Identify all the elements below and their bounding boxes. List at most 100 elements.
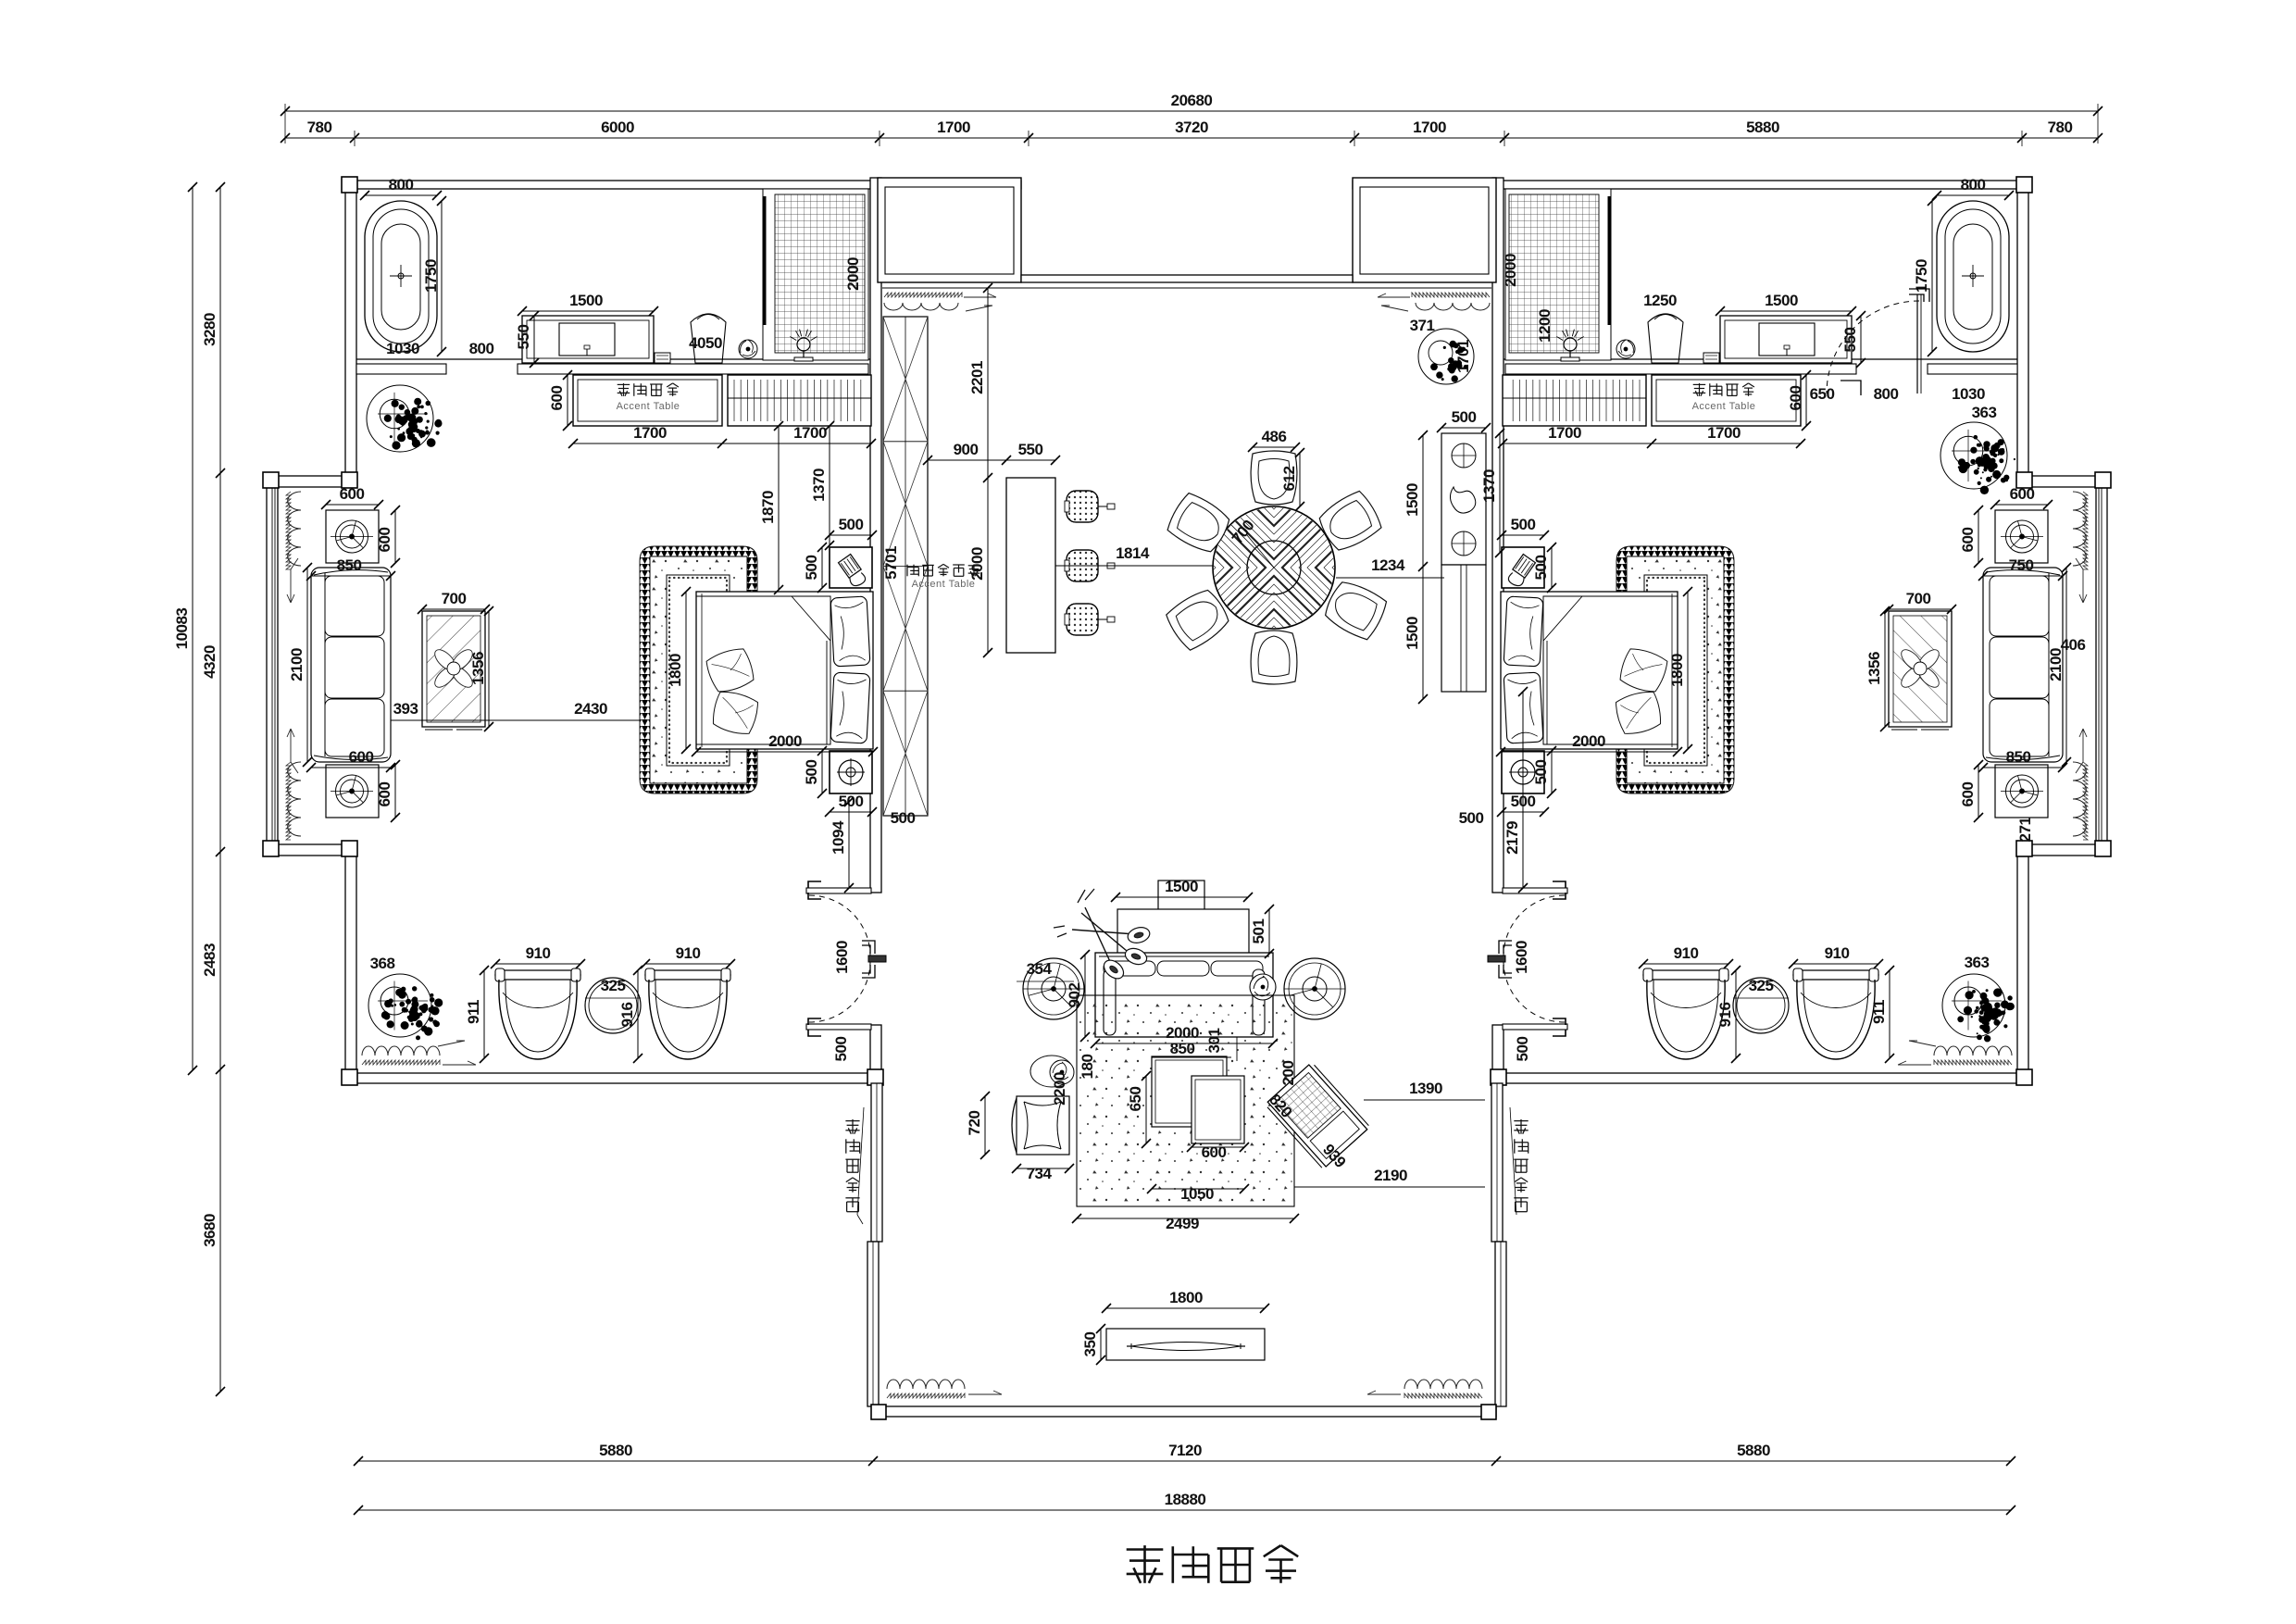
svg-text:1050: 1050 xyxy=(1180,1185,1214,1203)
svg-text:500: 500 xyxy=(1452,408,1477,426)
svg-text:325: 325 xyxy=(601,977,626,994)
svg-text:Accent Table: Accent Table xyxy=(617,401,680,412)
svg-text:2200: 2200 xyxy=(1051,1072,1068,1106)
svg-text:2179: 2179 xyxy=(1504,821,1521,855)
svg-text:500: 500 xyxy=(891,809,916,827)
svg-text:393: 393 xyxy=(393,700,418,718)
svg-text:2100: 2100 xyxy=(288,648,306,681)
svg-text:1700: 1700 xyxy=(1413,119,1446,136)
svg-text:910: 910 xyxy=(676,944,701,962)
svg-text:18880: 18880 xyxy=(1165,1491,1206,1508)
svg-text:1600: 1600 xyxy=(1513,941,1530,974)
svg-text:1600: 1600 xyxy=(833,941,851,974)
svg-text:850: 850 xyxy=(2006,748,2031,766)
svg-text:600: 600 xyxy=(1787,386,1804,411)
svg-text:2000: 2000 xyxy=(968,547,986,581)
svg-text:1234: 1234 xyxy=(1371,556,1405,574)
svg-text:200: 200 xyxy=(1279,1061,1297,1086)
svg-text:1800: 1800 xyxy=(667,654,684,687)
svg-text:1814: 1814 xyxy=(1116,544,1150,562)
svg-text:650: 650 xyxy=(1127,1087,1144,1112)
svg-text:600: 600 xyxy=(548,386,566,411)
svg-text:700: 700 xyxy=(442,590,467,607)
svg-text:486: 486 xyxy=(1262,428,1287,445)
svg-text:550: 550 xyxy=(1018,441,1043,458)
svg-text:500: 500 xyxy=(1532,556,1550,581)
svg-text:902: 902 xyxy=(1066,983,1083,1008)
svg-text:1094: 1094 xyxy=(830,820,847,855)
svg-text:371: 371 xyxy=(1410,317,1435,334)
svg-text:1800: 1800 xyxy=(1668,654,1686,687)
svg-text:5880: 5880 xyxy=(599,1442,632,1459)
svg-text:2000: 2000 xyxy=(1572,732,1605,750)
svg-text:600: 600 xyxy=(376,782,393,807)
svg-text:5880: 5880 xyxy=(1746,119,1779,136)
svg-text:910: 910 xyxy=(526,944,551,962)
svg-text:500: 500 xyxy=(1511,793,1536,810)
svg-text:406: 406 xyxy=(2061,636,2086,654)
svg-text:600: 600 xyxy=(1959,528,1977,553)
svg-text:2201: 2201 xyxy=(968,361,986,394)
svg-text:20680: 20680 xyxy=(1171,92,1213,109)
svg-text:900: 900 xyxy=(954,441,979,458)
svg-text:800: 800 xyxy=(1874,385,1899,403)
svg-text:1870: 1870 xyxy=(759,491,777,524)
svg-text:1356: 1356 xyxy=(1866,652,1883,685)
svg-text:916: 916 xyxy=(618,1003,636,1028)
svg-text:600: 600 xyxy=(1202,1143,1227,1161)
svg-text:10083: 10083 xyxy=(173,608,191,650)
svg-text:271: 271 xyxy=(2016,818,2034,843)
svg-text:1200: 1200 xyxy=(1536,309,1554,343)
svg-text:2430: 2430 xyxy=(574,700,607,718)
svg-text:600: 600 xyxy=(1959,782,1977,807)
svg-text:2000: 2000 xyxy=(768,732,802,750)
svg-text:600: 600 xyxy=(340,485,365,503)
svg-text:325: 325 xyxy=(1749,977,1774,994)
svg-text:1700: 1700 xyxy=(937,119,970,136)
svg-text:2100: 2100 xyxy=(2047,648,2065,681)
svg-text:1500: 1500 xyxy=(1404,483,1421,517)
svg-text:800: 800 xyxy=(1961,176,1986,194)
svg-text:850: 850 xyxy=(337,556,362,574)
svg-text:500: 500 xyxy=(803,760,820,785)
svg-text:3280: 3280 xyxy=(201,313,218,346)
svg-text:354: 354 xyxy=(1027,960,1053,978)
svg-text:363: 363 xyxy=(1965,954,1990,971)
svg-text:3720: 3720 xyxy=(1175,119,1208,136)
svg-text:500: 500 xyxy=(1459,809,1484,827)
svg-text:1500: 1500 xyxy=(1404,617,1421,650)
svg-text:1390: 1390 xyxy=(1409,1080,1442,1097)
svg-text:3680: 3680 xyxy=(201,1214,218,1247)
svg-text:1750: 1750 xyxy=(1913,259,1930,293)
svg-text:734: 734 xyxy=(1027,1165,1053,1182)
svg-text:850: 850 xyxy=(1170,1040,1195,1057)
svg-text:363: 363 xyxy=(1972,404,1997,421)
svg-text:2499: 2499 xyxy=(1166,1215,1199,1232)
svg-text:1030: 1030 xyxy=(386,340,419,357)
svg-text:550: 550 xyxy=(1841,328,1859,353)
svg-text:550: 550 xyxy=(515,325,532,350)
svg-text:911: 911 xyxy=(1870,1000,1888,1024)
svg-text:500: 500 xyxy=(803,556,820,581)
svg-text:301: 301 xyxy=(1205,1029,1223,1054)
svg-text:500: 500 xyxy=(839,793,864,810)
svg-text:700: 700 xyxy=(1906,590,1931,607)
svg-text:1500: 1500 xyxy=(1165,878,1198,895)
svg-text:501: 501 xyxy=(1250,919,1267,944)
svg-text:7120: 7120 xyxy=(1168,1442,1202,1459)
svg-text:750: 750 xyxy=(2009,556,2034,574)
svg-text:500: 500 xyxy=(1511,516,1536,533)
svg-text:1250: 1250 xyxy=(1643,292,1677,309)
svg-text:1750: 1750 xyxy=(422,259,440,293)
svg-text:2000: 2000 xyxy=(1502,254,1519,287)
svg-text:1356: 1356 xyxy=(469,652,487,685)
svg-text:780: 780 xyxy=(2048,119,2073,136)
svg-text:650: 650 xyxy=(1810,385,1835,403)
svg-text:4050: 4050 xyxy=(689,334,722,352)
svg-text:500: 500 xyxy=(832,1037,850,1062)
svg-text:800: 800 xyxy=(389,176,414,194)
svg-text:1700: 1700 xyxy=(1548,424,1581,442)
svg-text:911: 911 xyxy=(465,1000,482,1024)
svg-text:800: 800 xyxy=(469,340,494,357)
svg-text:Accent Table: Accent Table xyxy=(912,579,976,590)
